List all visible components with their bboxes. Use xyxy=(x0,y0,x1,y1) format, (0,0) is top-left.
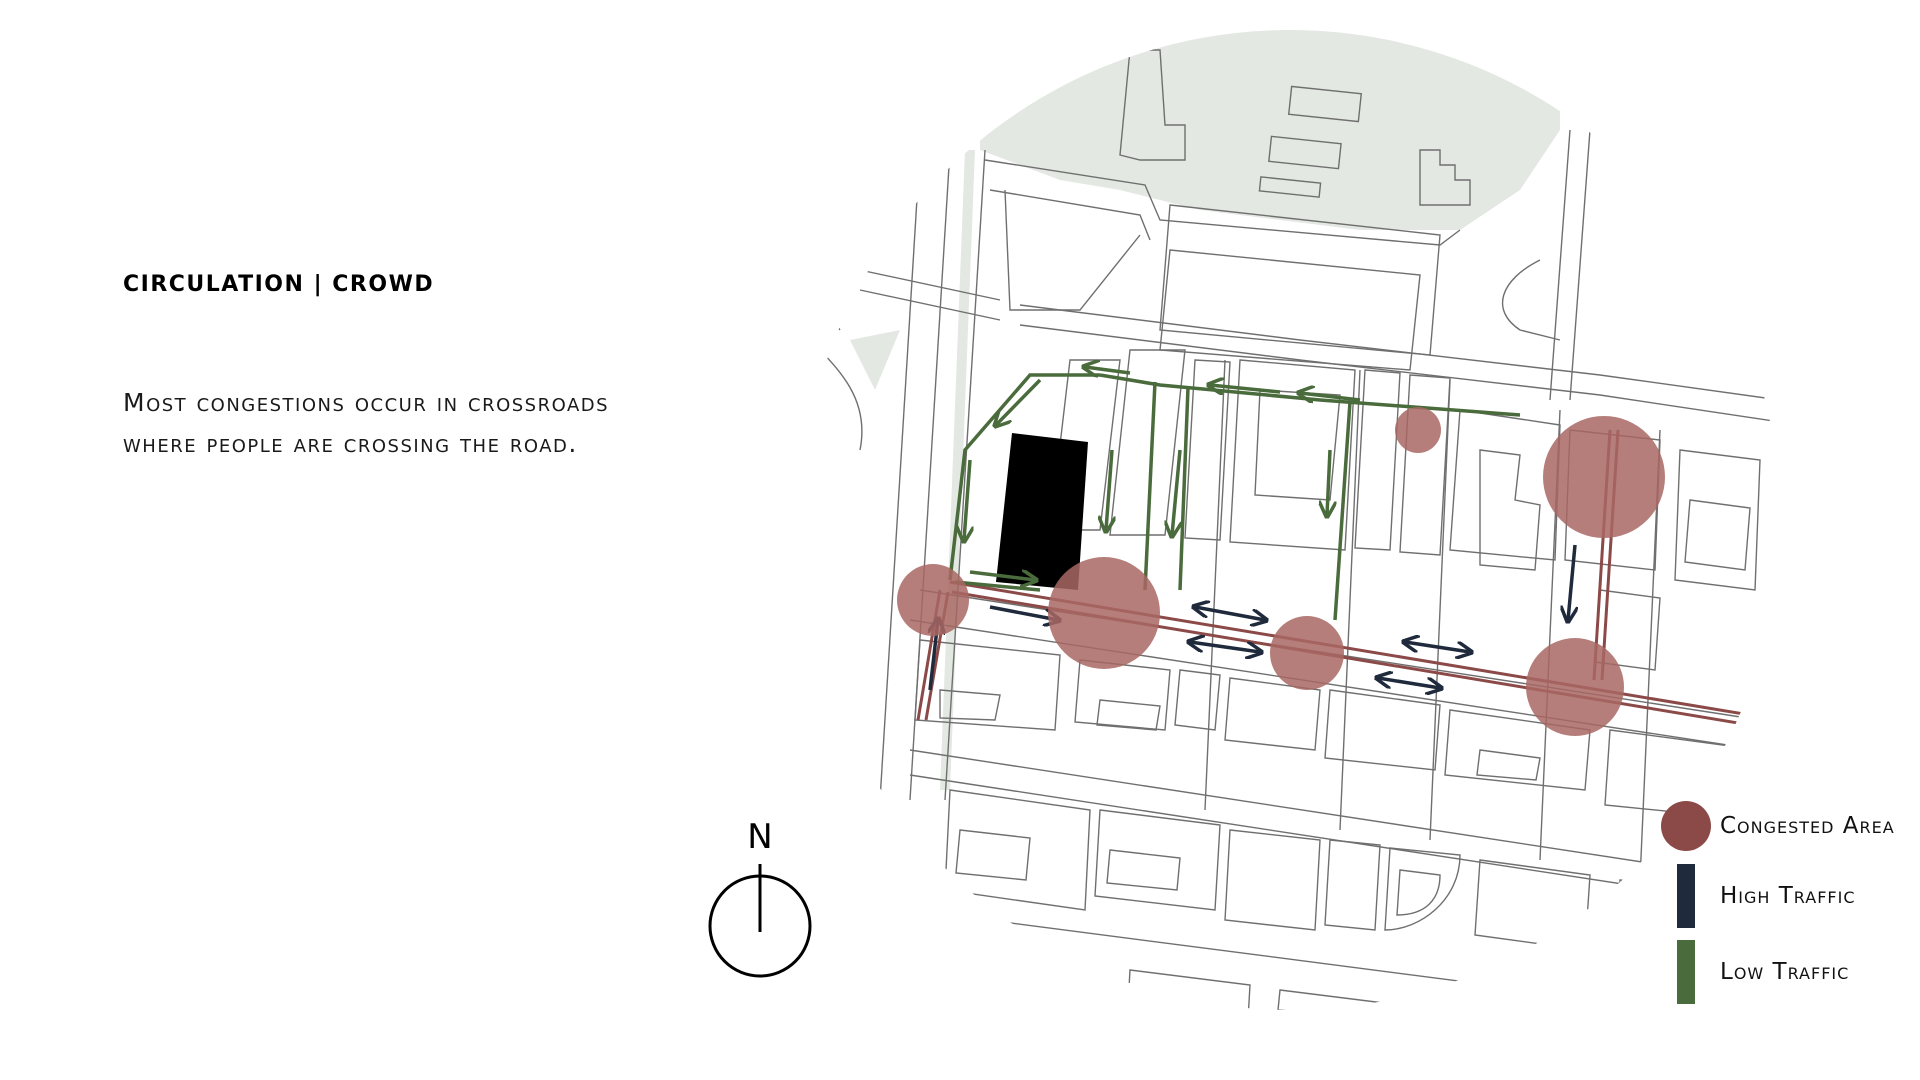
legend-label: Low Traffic xyxy=(1720,959,1850,985)
page-title: CIRCULATION | CROWD xyxy=(123,272,435,297)
legend-swatch xyxy=(1660,801,1712,851)
low-traffic-swatch xyxy=(1677,940,1695,1004)
site-building xyxy=(996,433,1088,590)
congested-areas xyxy=(897,407,1665,736)
congested-area-swatch xyxy=(1661,801,1711,851)
congested-area xyxy=(1543,416,1665,538)
congested-area xyxy=(1526,638,1624,736)
site-circulation-map xyxy=(809,30,1780,1010)
high-traffic-arrows xyxy=(930,544,1575,690)
legend-swatch xyxy=(1660,940,1712,1004)
legend-label: Congested Area xyxy=(1720,813,1895,839)
legend-swatch xyxy=(1660,864,1712,928)
legend-label: High Traffic xyxy=(1720,883,1856,909)
congested-area xyxy=(1395,407,1441,453)
north-arrow: N xyxy=(700,820,820,980)
congested-area xyxy=(897,564,969,636)
base-map-blocks xyxy=(809,49,1780,1010)
compass-icon xyxy=(708,864,812,978)
low-traffic-arrows xyxy=(964,367,1361,580)
north-letter: N xyxy=(747,817,773,857)
green-triangle xyxy=(850,330,900,390)
green-space xyxy=(980,30,1560,230)
map-legend: Congested Area High Traffic Low Traffic xyxy=(1660,790,1920,1008)
congested-area xyxy=(1048,557,1160,669)
high-traffic-swatch xyxy=(1677,864,1695,928)
congested-area xyxy=(1270,616,1344,690)
legend-item-congested-area: Congested Area xyxy=(1660,790,1920,862)
legend-item-high-traffic: High Traffic xyxy=(1660,860,1920,932)
description-text: Most congestions occur in crossroads whe… xyxy=(123,388,610,458)
legend-item-low-traffic: Low Traffic xyxy=(1660,936,1920,1008)
